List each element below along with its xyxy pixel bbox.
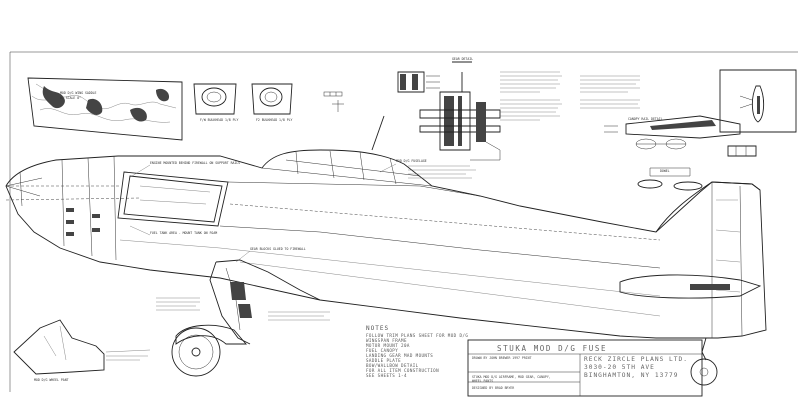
- title-block-remarks-1: STUKA MOD D/G AIRFRAME, MOD GEAR, CANOPY…: [472, 375, 551, 379]
- title-block-title: STUKA MOD D/G FUSE: [497, 344, 607, 353]
- note-line-9: SEE SHEETS 1-4: [366, 373, 407, 378]
- note-line-2: WINGSPAN FRAME: [366, 338, 407, 343]
- title-block-designer: DESIGNED BY BRAD BRYER: [472, 386, 514, 390]
- fuselage-callout: MOD D/G FUSELAGE: [396, 159, 427, 163]
- note-line-8: FOR ALL ITEM CONSTRUCTION: [366, 368, 439, 373]
- gear-mount-note: GEAR BLOCKS GLUED TO FIREWALL: [250, 247, 306, 251]
- wheel-pant-label: MOD D/G WHEEL PANT: [34, 378, 69, 382]
- gear-detail: GEAR DETAIL: [397, 57, 501, 161]
- note-line-3: MOTOR MOUNT 20A: [366, 343, 410, 348]
- note-line-6: SADDLE PLATE: [366, 358, 401, 363]
- title-block: STUKA MOD D/G FUSE DRAWN BY JOHN BREWER …: [467, 339, 703, 397]
- title-block-drawn-by: DRAWN BY JOHN BREWER 1997 PRINT: [472, 356, 532, 360]
- bulkhead-f2-label: F2 BULKHEAD 1/8 PLY: [256, 118, 293, 122]
- wing-saddle-cover-detail: MOD D/G WING SADDLE W/ SCALE 8": [27, 77, 183, 141]
- title-block-company: RECK ZIRCLE PLANS LTD.: [584, 356, 688, 363]
- dowel-label: DOWEL: [660, 169, 670, 173]
- wing-saddle-sublabel: W/ SCALE 8": [60, 96, 81, 100]
- note-line-4: FUEL CANOPY: [366, 348, 398, 353]
- note-line-1: FOLLOW TRIM PLANS SHEET FOR MOD D/G: [366, 333, 468, 338]
- sheet-border: [9, 51, 798, 392]
- tank-note: FUEL TANK AREA - MOUNT TANK ON FOAM: [150, 231, 217, 235]
- note-line-7: BOW/WALLBOW DETAIL: [366, 363, 419, 368]
- wheel-pant-template: MOD D/G WHEEL PANT: [13, 319, 151, 382]
- upper-note-blocks: [500, 71, 640, 121]
- gear-detail-label: GEAR DETAIL: [452, 57, 473, 61]
- title-block-remarks-2: WHEEL PANTS: [472, 379, 493, 383]
- note-line-5: LANDING GEAR MAD MOUNTS: [366, 353, 433, 358]
- bulkhead-f1-label: F/W BULKHEAD 1/8 PLY: [200, 118, 238, 122]
- canopy-rail-detail: CANOPY RAIL DETAIL DOWEL: [604, 69, 797, 191]
- canopy-rail-label: CANOPY RAIL DETAIL: [628, 117, 663, 121]
- notes-section: NOTES FOLLOW TRIM PLANS SHEET FOR MOD D/…: [366, 325, 468, 378]
- title-block-address: 3030-20 5TH AVE: [584, 364, 655, 371]
- wing-saddle-label: MOD D/G WING SADDLE: [60, 91, 97, 95]
- bulkhead-sections: F/W BULKHEAD 1/8 PLY F2 BULKHEAD 1/8 PLY: [193, 83, 344, 122]
- notes-heading: NOTES: [366, 325, 389, 332]
- fuselage-side-view: ENGINE MOUNTED BEHIND FIREWALL ON SUPPOR…: [5, 115, 767, 386]
- title-block-city: BINGHAMTON, NY 13779: [584, 372, 679, 379]
- motor-mount-note: ENGINE MOUNTED BEHIND FIREWALL ON SUPPOR…: [150, 161, 240, 165]
